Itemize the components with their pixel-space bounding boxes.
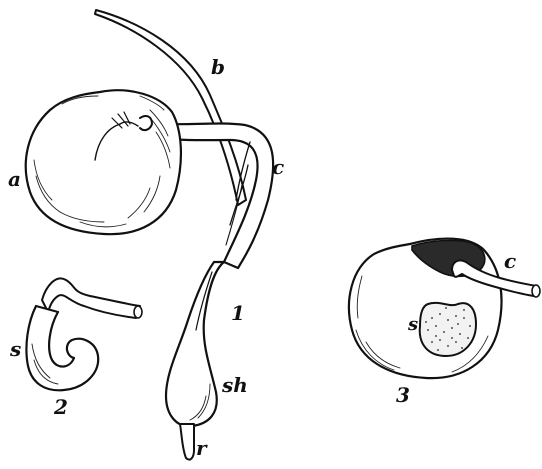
label-figure-1: 1 [231,301,245,325]
label-figure-3: 3 [396,383,410,407]
seed-a [26,90,181,234]
root-sheath [166,262,224,426]
label-b: b [211,55,225,79]
root-tip [180,424,194,460]
label-c-fig3: c [504,249,516,273]
fig2-body [26,306,98,390]
figure-2-seedling [26,278,142,390]
label-s-fig2: s [9,337,21,361]
label-c-fig1: c [272,155,284,179]
label-figure-2: 2 [53,395,68,419]
label-sh: sh [221,373,248,397]
label-r: r [196,436,208,460]
label-s-fig3: s [407,314,418,335]
label-a: a [8,167,21,191]
